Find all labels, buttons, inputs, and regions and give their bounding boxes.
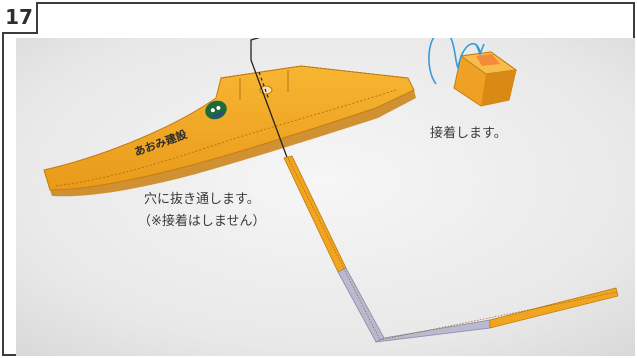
step-number: 17 [5,5,33,29]
company-logo [205,100,227,120]
bucket-part [453,51,518,107]
bucket-placement-arrow [428,38,485,85]
insertion-arrow [250,38,289,161]
thread-instruction: 穴に抜き通します。 [144,192,260,207]
assembly-photo: あおみ建設 [16,38,635,356]
thread-instruction-note: （※接着はしません） [138,214,266,229]
glue-instruction: 接着します。 [430,126,507,141]
step-number-badge: 17 [2,2,38,34]
rod-part [283,155,619,343]
photo-scene: あおみ建設 [16,38,635,356]
